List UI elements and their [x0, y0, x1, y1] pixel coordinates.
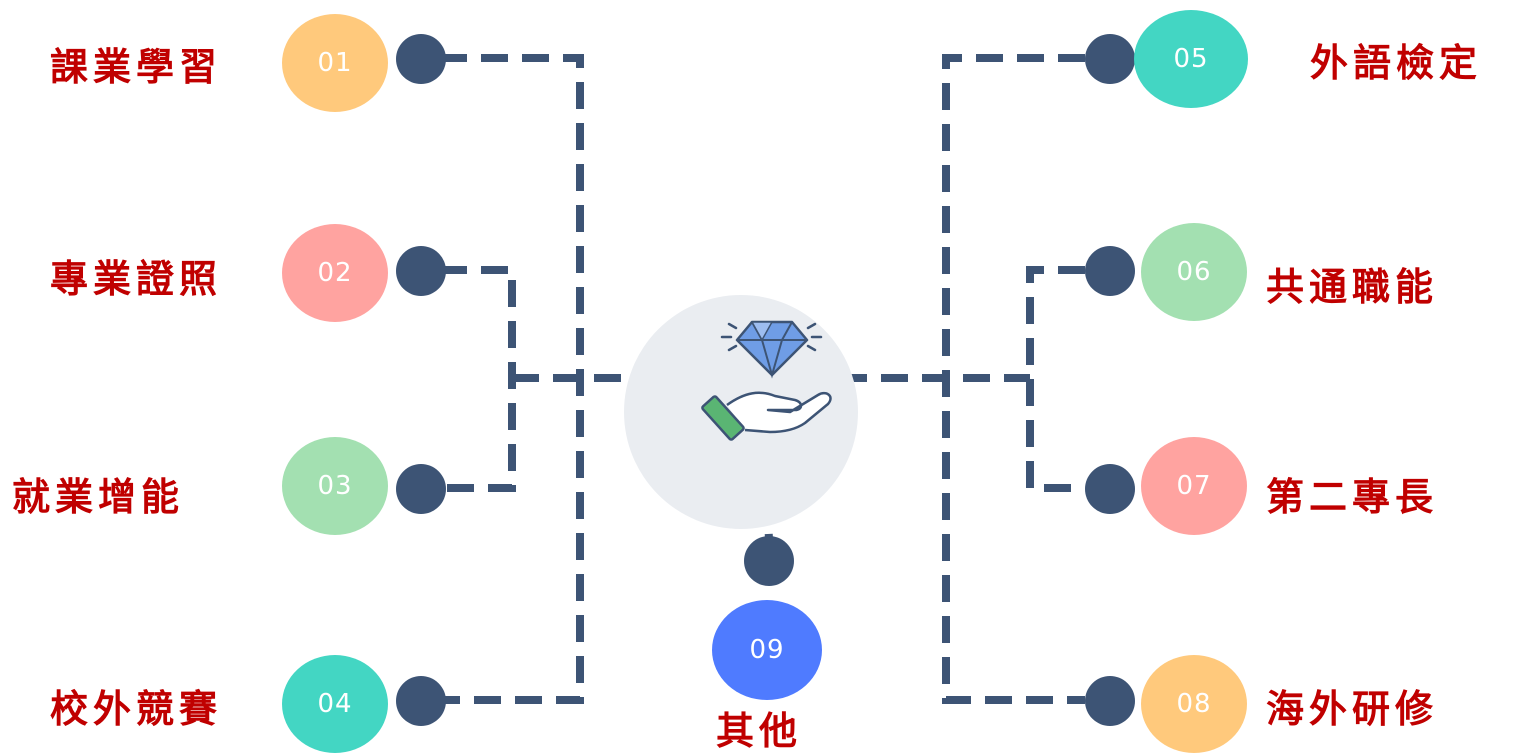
connector-dot-07: [1085, 464, 1135, 514]
number-circle-01: 01: [282, 14, 388, 112]
connector-dot-02: [396, 246, 446, 296]
label-employability: 就業增能: [12, 475, 185, 519]
label-external-competition: 校外競賽: [50, 687, 223, 731]
label-coursework: 課業學習: [50, 45, 223, 89]
connector-dot-04: [396, 676, 446, 726]
connector-dot-05: [1085, 34, 1135, 84]
number-circle-06: 06: [1141, 223, 1247, 321]
label-other: 其他: [716, 709, 803, 753]
connector-dot-03: [396, 464, 446, 514]
number-circle-02: 02: [282, 224, 388, 322]
connector-dot-06: [1085, 246, 1135, 296]
number-circle-03: 03: [282, 437, 388, 535]
connector-dot-08: [1085, 676, 1135, 726]
number-circle-05: 05: [1134, 10, 1248, 108]
number-circle-07: 07: [1141, 437, 1247, 535]
number-circle-09: 09: [712, 600, 822, 700]
number-circle-08: 08: [1141, 655, 1247, 753]
connector-dot-09: [744, 536, 794, 586]
label-second-expertise: 第二專長: [1266, 475, 1439, 519]
connector-dot-01: [396, 34, 446, 84]
label-language-test: 外語檢定: [1310, 41, 1483, 85]
number-circle-04: 04: [282, 655, 388, 753]
label-professional-certification: 專業證照: [50, 257, 223, 301]
label-common-competency: 共通職能: [1266, 265, 1439, 309]
label-overseas-study: 海外研修: [1266, 687, 1439, 731]
